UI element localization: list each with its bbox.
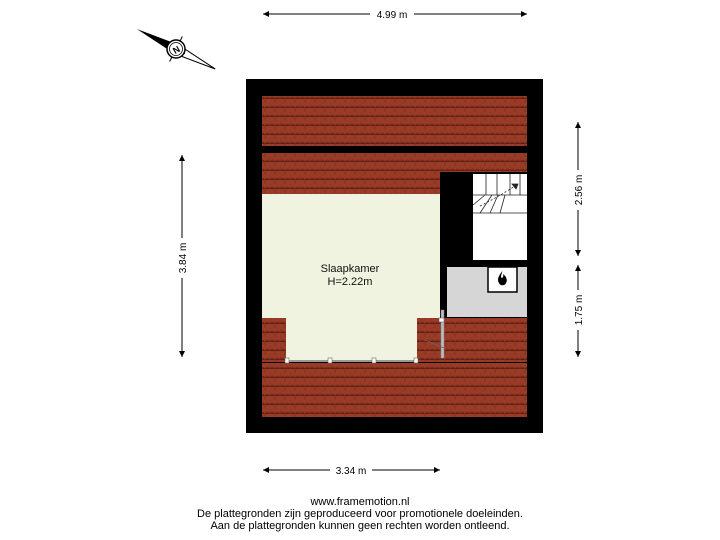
dimension-bottom: 3.34 m	[263, 464, 440, 477]
dimension-right-lower: 1.75 m	[572, 265, 585, 357]
footer-line2: Aan de plattegronden kunnen geen rechten…	[210, 520, 510, 532]
footer-website: www.framemotion.nl	[310, 496, 410, 508]
roof-tiles-top	[262, 96, 527, 146]
knee-wall-line	[284, 317, 445, 364]
dimension-left: 3.84 m	[176, 155, 189, 357]
dimension-right-upper: 2.56 m	[572, 122, 585, 256]
dimension-top: 4.99 m	[263, 8, 527, 21]
dimension-left-label: 3.84 m	[178, 243, 189, 274]
compass-icon: N	[136, 29, 216, 70]
footer-line1: De plattegronden zijn geproduceerd voor …	[197, 508, 523, 520]
flame-icon	[498, 271, 507, 286]
dimension-right-upper-label: 2.56 m	[574, 175, 585, 206]
roof-tiles-bottom	[262, 363, 527, 417]
dimension-top-label: 4.99 m	[377, 10, 408, 21]
staircase-icon	[472, 174, 527, 214]
dimension-right-lower-label: 1.75 m	[574, 295, 585, 326]
stairwell-floor	[473, 174, 527, 260]
roof-tiles-right-knee	[417, 318, 527, 362]
room-name: Slaapkamer	[321, 263, 380, 275]
compass-north-label: N	[171, 44, 182, 56]
room-height: H=2.22m	[328, 276, 373, 288]
partition-wall	[440, 309, 445, 359]
bedroom-floor	[262, 194, 470, 361]
roof-tiles-left-knee	[262, 318, 286, 362]
dimension-bottom-label: 3.34 m	[336, 466, 367, 477]
